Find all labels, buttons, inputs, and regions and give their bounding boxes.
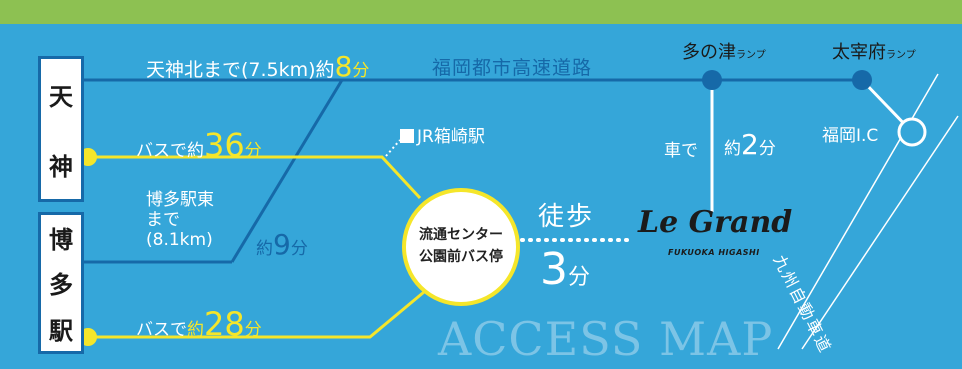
fukuoka-ic-label: 福岡I.C: [822, 126, 879, 146]
tanotsu-text: 多の津: [682, 42, 736, 63]
hakata-station-box: 博 多 駅: [38, 212, 84, 354]
jr-dotted-line: [385, 139, 401, 157]
expressway-label: 福岡都市高速道路: [432, 57, 593, 79]
tenjin-char-1: 天: [49, 81, 73, 111]
car-num: 2: [741, 128, 759, 161]
jr-hakozaki-label: JR箱崎駅: [400, 122, 485, 147]
hakata-char-1: 博: [49, 225, 73, 255]
tenjin-char-2: 神: [49, 151, 73, 181]
bus-tenjin-unit: 分: [244, 141, 262, 161]
tenjin-kita-unit: 分: [352, 61, 370, 81]
le-grand-logo: Le Grand: [638, 205, 793, 240]
station-square-icon: [400, 129, 414, 143]
tenjin-kita-prefix: 天神北まで(7.5km)約: [146, 59, 335, 81]
bus-route-hakata: [88, 290, 425, 339]
hakata-east-unit: 分: [290, 239, 308, 259]
hakata-east-num: 9: [273, 228, 291, 261]
tanotsu-label: 多の津ランプ: [682, 38, 766, 64]
access-map-title: ACCESS MAP: [438, 312, 774, 366]
walk-time: 3分: [540, 244, 590, 295]
dazaifu-ramp: ランプ: [886, 50, 916, 61]
car-prefix: 車で: [664, 141, 698, 161]
bus-stop-line2: 公園前バス停: [419, 249, 503, 265]
walk-label: 徒歩: [538, 202, 595, 232]
dazaifu-node: [852, 70, 872, 90]
hakata-char-3: 駅: [49, 315, 73, 345]
le-grand-subtitle: FUKUOKA HIGASHI: [668, 248, 760, 257]
hakata-east-line2: まで: [146, 210, 180, 230]
car-yaku: 約: [724, 139, 741, 159]
bus-tenjin-num: 36: [204, 126, 245, 164]
hakata-east-prefix: 約: [256, 239, 273, 259]
tanotsu-ramp: ランプ: [736, 50, 766, 61]
hakata-east-label: 博多駅東 まで (8.1km): [146, 190, 214, 250]
walk-unit: 分: [568, 265, 591, 290]
kyushu-expressway-line-b: [801, 115, 959, 350]
bus-tenjin-label: バスで約36分: [136, 126, 262, 164]
bus-tenjin-prefix: バスで約: [136, 141, 204, 161]
bus-stop-line1: 流通センター: [419, 227, 503, 244]
hakata-east-line3: (8.1km): [146, 230, 213, 250]
bus-hakata-unit: 分: [244, 320, 262, 340]
tenjin-kita-num: 8: [334, 50, 353, 83]
dazaifu-text: 太宰府: [832, 42, 886, 63]
bus-hakata-yaku: 約: [187, 320, 204, 340]
walk-num: 3: [540, 244, 568, 295]
hakata-east-time: 約9分: [256, 228, 308, 261]
fukuoka-ic-node: [897, 117, 927, 147]
tenjin-kita-label: 天神北まで(7.5km)約8分: [146, 50, 369, 83]
hakata-east-line1: 博多駅東: [146, 190, 214, 210]
tanotsu-node: [702, 70, 722, 90]
top-bar: [0, 0, 962, 24]
hakata-char-2: 多: [49, 270, 73, 300]
bus-hakata-label: バスで約28分: [136, 305, 262, 343]
bus-hakata-prefix: バスで: [136, 320, 187, 340]
car-unit: 分: [758, 139, 776, 159]
dazaifu-label: 太宰府ランプ: [832, 38, 916, 64]
bus-route-tenjin: [88, 155, 422, 200]
car-time: 約2分: [724, 128, 776, 161]
bus-hakata-num: 28: [204, 305, 245, 343]
urban-expressway-diagonal: [230, 79, 344, 263]
jr-hakozaki-text: JR箱崎駅: [417, 127, 485, 147]
bus-stop-circle: 流通センター 公園前バス停: [402, 188, 520, 306]
tenjin-station-box: 天 神: [38, 56, 84, 202]
